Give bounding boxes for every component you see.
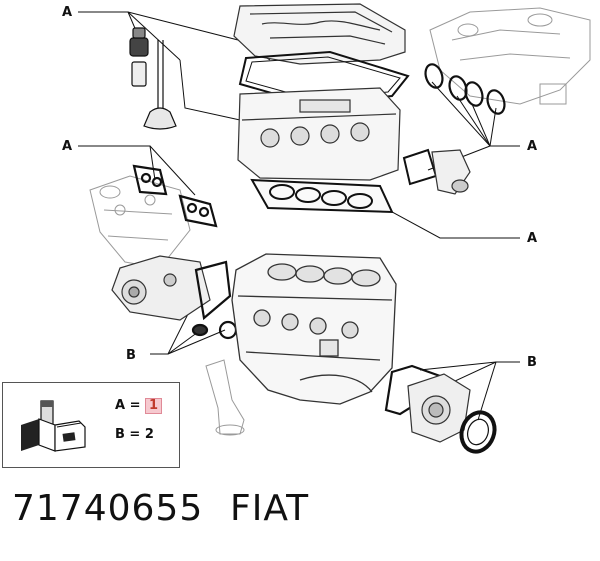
thermostat-gasket [402,148,438,186]
intake-manifold [429,7,591,105]
callout-a-left: A [62,139,72,154]
legend-a-key: A [115,398,126,413]
oil-pickup [205,359,245,436]
rear-crank-seal [459,410,497,454]
brand-name: FIAT [230,488,310,529]
legend-row-b: B = 2 [115,427,154,442]
callout-b-right: B [527,355,537,370]
intake-manifold-gaskets [424,63,506,115]
legend-box: A = 1 B = 2 [2,382,180,468]
legend-a-eq: = [129,398,141,413]
part-number: 71740655 [12,488,204,529]
water-pump [111,255,211,321]
valve-cover [233,3,406,65]
legend-a-value: 1 [145,398,163,414]
cylinder-head [237,87,401,181]
exhaust-manifold [89,175,191,269]
kit-box-icon [21,400,86,452]
callout-a-right-lower: A [527,231,537,246]
thermostat-housing [431,149,471,195]
valve-parts [129,27,177,130]
rear-seal-carrier [407,373,471,443]
callout-a-right-upper: A [527,139,537,154]
head-gasket [250,178,394,214]
exhaust-manifold-gaskets [132,164,218,228]
engine-block [231,253,397,405]
callout-a-top-left: A [62,5,72,20]
callout-b-left: B [126,348,136,363]
valve-cover-gasket [238,50,410,106]
legend-row-a: A = 1 [115,398,163,414]
